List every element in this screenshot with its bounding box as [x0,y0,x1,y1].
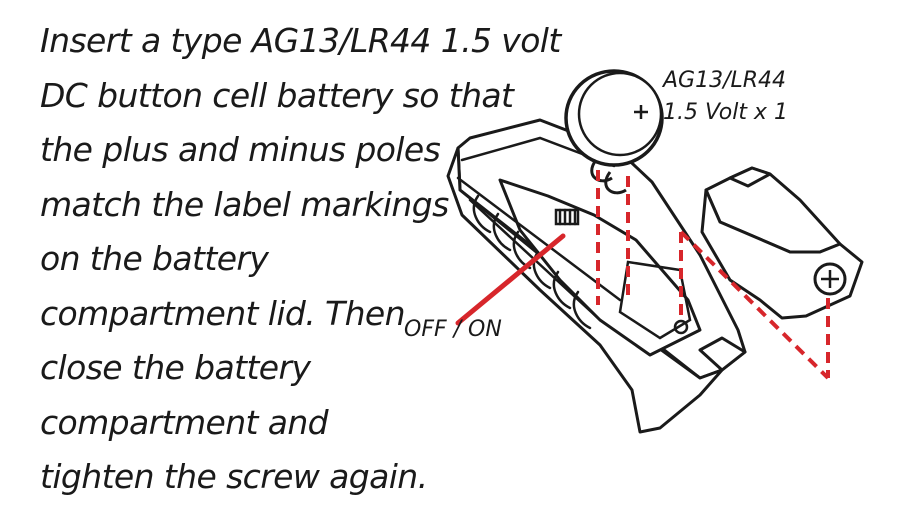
instruction-line-5: on the battery [40,239,269,278]
instruction-line-4: match the label markings [40,184,449,224]
lid-screw-hole [673,319,689,335]
instruction-line-1: Insert a type AG13/LR44 1.5 volt [40,21,561,60]
instruction-line-7: close the battery [40,348,311,387]
instruction-line-2: DC button cell battery so that [40,75,514,115]
button-cell-battery [564,69,664,195]
lid-guide-diagonal [679,230,830,380]
battery-spec-label: 1.5 Volt x 1 [663,100,788,125]
battery-spring-contact [590,159,627,195]
lid-tab [728,166,772,188]
switch-pointer-line [455,233,566,326]
compartment-details [456,136,692,340]
compartment-lid [700,166,864,320]
lid-screw [813,262,847,296]
switch-ridges [558,208,577,226]
lid-screw-cross [821,270,839,288]
instruction-line-6: compartment lid. Then [40,293,406,333]
instruction-line-3: the plus and minus poles [40,130,441,169]
compartment-end-lug [698,336,747,372]
switch-label: OFF / ON [404,317,502,342]
battery-face [577,71,663,157]
battery-plus-mark [634,105,648,119]
instruction-text: Insert a type AG13/LR44 1.5 volt DC butt… [40,14,561,505]
housing-ribs [472,194,592,330]
battery-type-label: AG13/LR44 [663,68,787,93]
assembly-guides [596,170,830,380]
instruction-line-9: tighten the screw again. [40,457,428,496]
instruction-line-8: compartment and [40,402,329,442]
slide-switch [554,208,580,226]
battery-compartment [446,118,747,434]
